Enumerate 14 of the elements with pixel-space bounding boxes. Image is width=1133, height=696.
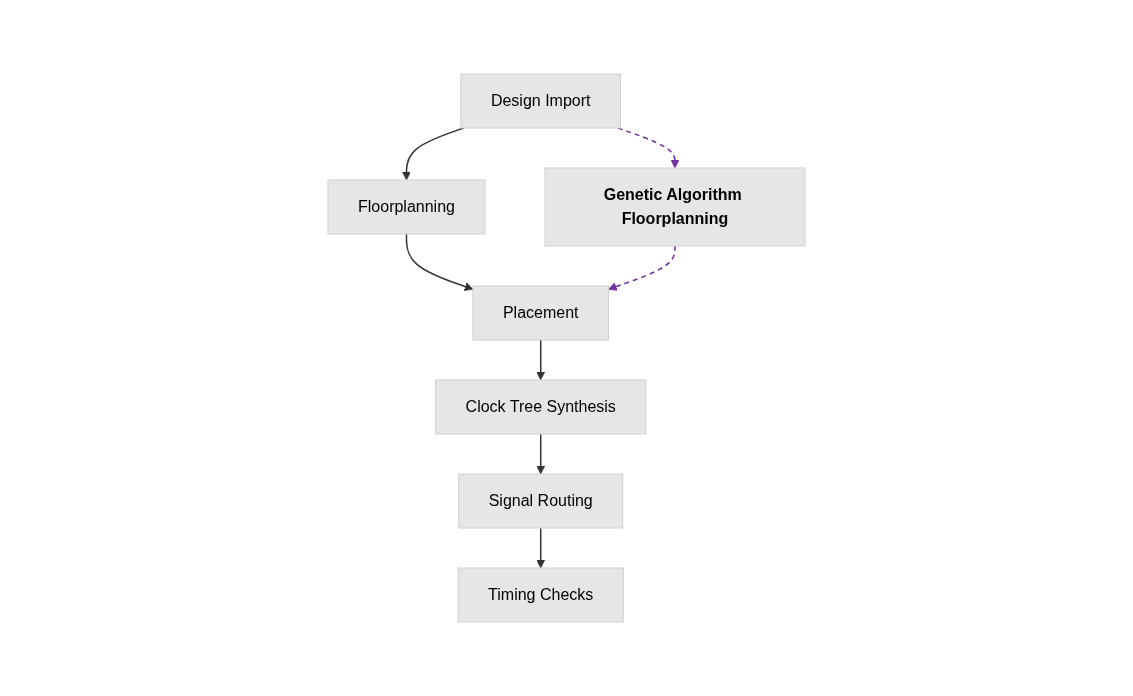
- node-box: Placement: [472, 285, 610, 341]
- arrow: [405, 233, 474, 291]
- arrow: [402, 127, 465, 181]
- node-box: Design Import: [460, 73, 622, 129]
- arrow: [536, 433, 546, 475]
- node-box: Clock Tree Synthesis: [435, 379, 647, 435]
- node-box: Signal Routing: [458, 473, 624, 529]
- arrow: [617, 127, 680, 169]
- arrow: [536, 339, 546, 381]
- node-box: Genetic Algorithm Floorplanning: [544, 167, 806, 247]
- arrow: [608, 245, 676, 291]
- node-box: Floorplanning: [327, 179, 486, 235]
- arrow: [536, 527, 546, 569]
- node-box: Timing Checks: [457, 567, 624, 623]
